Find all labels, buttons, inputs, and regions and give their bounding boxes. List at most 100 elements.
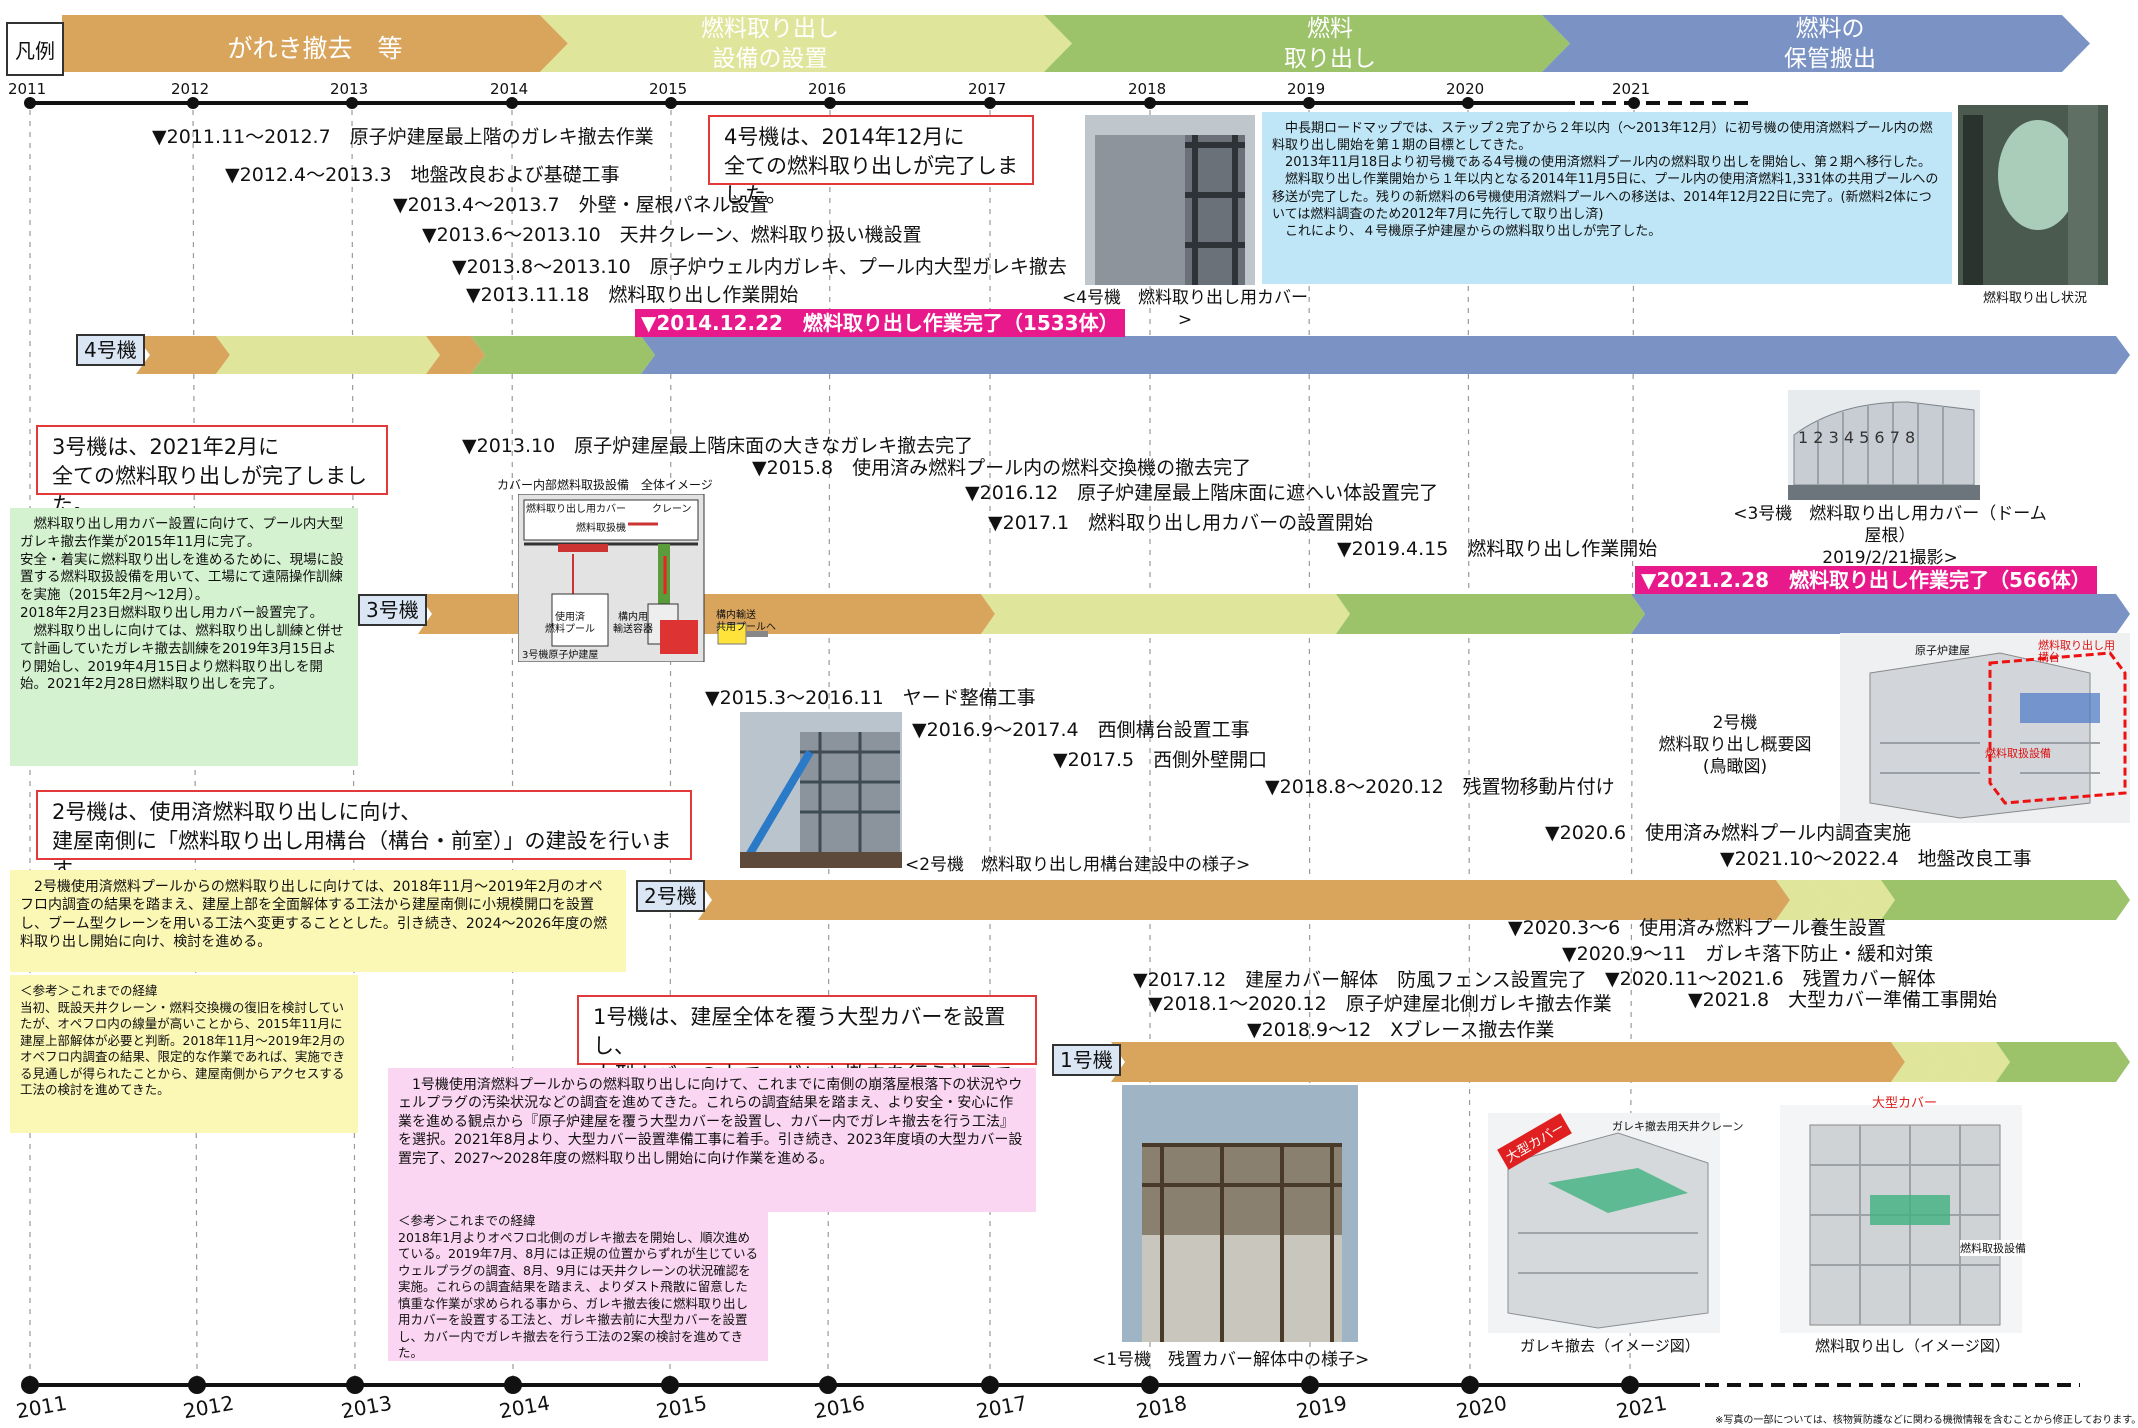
- phase-label-fuel: 燃料 取り出し: [1284, 16, 1376, 72]
- phase-arrow: [1542, 15, 2090, 72]
- unit4-photo2-caption: 燃料取り出し状況: [1982, 291, 2087, 306]
- unit2-birdseye-caption: 2号機 燃料取り出し概要図 (鳥瞰図): [1658, 713, 1812, 778]
- unit2-event-2: ▼2016.9～2017.4 西側構台設置工事: [912, 719, 1250, 741]
- unit2-bar-segment: [1811, 880, 1860, 920]
- unit2-event-6: ▼2021.10～2022.4 地盤改良工事: [1720, 848, 2032, 870]
- unit1-event-6: ▼2021.8 大型カバー準備工事開始: [1688, 989, 1998, 1011]
- unit4-callout: 4号機は、2014年12月に 全ての燃料取り出しが完了しました。: [708, 115, 1034, 207]
- bottom-year-dot: [661, 1376, 679, 1394]
- top-year-label: 2021: [1612, 80, 1651, 98]
- bottom-year-dot: [1621, 1376, 1639, 1394]
- legend-label: 凡例: [6, 22, 64, 76]
- unit4-event-1: ▼2011.11～2012.7 原子炉建屋最上階のガレキ撤去作業: [152, 126, 654, 148]
- phase-label-equipment: 燃料取り出し 設備の設置: [701, 16, 839, 72]
- unit1-callout: 1号機は、建屋全体を覆う大型カバーを設置し、 大型カバーの中で、ガレキ撤去を行う…: [577, 995, 1037, 1116]
- phase-arrow: [540, 15, 1072, 72]
- dome-number: 7: [1889, 428, 1900, 447]
- top-year-label: 2016: [808, 80, 847, 98]
- unit2-birdseye-label-building: 原子炉建屋: [1915, 644, 1970, 657]
- unit4-bar-segment: [641, 336, 2130, 374]
- unit1-img1-caption: ガレキ撤去（イメージ図）: [1520, 1337, 1700, 1355]
- dome-number: 8: [1904, 428, 1916, 447]
- unit-progress-bars: [136, 336, 2130, 1082]
- bottom-year-dot: [504, 1376, 522, 1394]
- unit1-img2-label-equipment: 燃料取扱設備: [1960, 1240, 2026, 1256]
- top-year-dot: [187, 97, 199, 109]
- phase-label-rubble: がれき撤去 等: [227, 34, 403, 63]
- dome-number: 2: [1813, 428, 1824, 447]
- unit1-photo-caption: <1号機 残置カバー解体中の様子>: [1092, 1350, 1370, 1370]
- unit2-event-1: ▼2015.3～2016.11 ヤード整備工事: [705, 687, 1036, 709]
- unit1-bar-segment: [1891, 1042, 1940, 1082]
- top-year-dot: [346, 97, 358, 109]
- unit3-event-3: ▼2016.12 原子炉建屋最上階床面に遮へい体設置完了: [965, 482, 1439, 504]
- unit4-fuel-photo: [1958, 105, 2108, 285]
- top-year-dot: [506, 97, 518, 109]
- top-year-dots: [24, 97, 1640, 109]
- dome-number: 1: [1798, 428, 1809, 447]
- top-year-label: 2017: [968, 80, 1007, 98]
- bottom-year-dot: [981, 1376, 999, 1394]
- top-year-dot: [1628, 97, 1640, 109]
- unit2-birdseye-diagram: [1840, 633, 2130, 823]
- unit1-event-7: ▼2018.9～12 Xブレース撤去作業: [1247, 1019, 1555, 1041]
- dome-number: 6: [1874, 428, 1885, 447]
- top-year-dot: [665, 97, 677, 109]
- dome-number: 4: [1843, 428, 1855, 447]
- unit3-event-2: ▼2015.8 使用済み燃料プール内の燃料交換機の撤去完了: [752, 457, 1252, 479]
- unit4-completion: ▼2014.12.22 燃料取り出し作業完了（1533体）: [635, 309, 1125, 337]
- unit4-event-6: ▼2013.11.18 燃料取り出し作業開始: [466, 284, 799, 306]
- unit3-bar-segment: [1336, 594, 1645, 634]
- top-year-label: 2012: [171, 80, 210, 98]
- bottom-year-dot: [1301, 1376, 1319, 1394]
- unit2-event-4: ▼2018.8～2020.12 残置物移動片付け: [1265, 776, 1615, 798]
- phase-label-storage: 燃料の 保管搬出: [1784, 16, 1876, 72]
- unit2-ref-note: ＜参考＞これまでの経緯 当初、既設天井クレーン・燃料交換機の復旧を検討していたが…: [10, 975, 358, 1133]
- unit1-label: 1号機: [1052, 1044, 1121, 1076]
- top-year-dot: [824, 97, 836, 109]
- unit2-note: 2号機使用済燃料プールからの燃料取り出しに向けては、2018年11月～2019年…: [10, 870, 626, 972]
- unit1-note: 1号機使用済燃料プールからの燃料取り出しに向けて、これまでに南側の崩落屋根落下の…: [388, 1068, 1036, 1212]
- bottom-year-dot: [1141, 1376, 1159, 1394]
- unit4-cover-photo: [1085, 115, 1255, 285]
- unit2-callout: 2号機は、使用済燃料取り出しに向け、 建屋南側に「燃料取り出し用構台（構台・前室…: [36, 790, 692, 882]
- unit4-label: 4号機: [76, 334, 145, 366]
- top-year-label: 2015: [649, 80, 688, 98]
- unit4-event-4: ▼2013.6～2013.10 天井クレーン、燃料取り扱い機設置: [422, 224, 922, 246]
- unit3-diagram-label-crane: クレーン: [652, 504, 692, 515]
- top-year-label: 2013: [330, 80, 369, 98]
- unit4-photo-caption: <4号機 燃料取り出し用カバー>: [1061, 288, 1309, 331]
- top-year-label: 2018: [1128, 80, 1167, 98]
- unit3-bar-segment: [1631, 594, 2130, 634]
- top-year-dot: [1144, 97, 1156, 109]
- year-gridline: [1467, 109, 1471, 1379]
- unit2-label: 2号機: [636, 880, 705, 912]
- bottom-year-dot: [21, 1376, 39, 1394]
- unit1-fuel-image: [1780, 1105, 2022, 1333]
- unit2-birdseye-label-equipment: 燃料取扱設備: [1985, 747, 2051, 760]
- unit1-img2-caption: 燃料取り出し（イメージ図）: [1815, 1337, 2010, 1355]
- unit3-callout: 3号機は、2021年2月に 全ての燃料取り出しが完了しました。: [36, 425, 388, 517]
- phase-arrows: [62, 15, 2090, 72]
- unit3-diagram-title: カバー内部燃料取扱設備 全体イメージ: [497, 478, 713, 492]
- unit3-event-4: ▼2017.1 燃料取り出し用カバーの設置開始: [988, 512, 1374, 534]
- unit3-label: 3号機: [358, 594, 427, 626]
- top-year-dot: [984, 97, 996, 109]
- unit3-diagram-label-pool: 使用済 燃料プール: [545, 612, 595, 635]
- unit1-photo: [1122, 1085, 1358, 1342]
- top-year-label: 2011: [8, 80, 47, 98]
- unit3-event-1: ▼2013.10 原子炉建屋最上階床面の大きなガレキ撤去完了: [462, 435, 974, 457]
- unit2-bar-segment: [1846, 880, 1895, 920]
- unit3-dome-photo: [1788, 390, 1980, 500]
- top-year-dot: [1462, 97, 1474, 109]
- unit3-photo-caption: <3号機 燃料取り出し用カバー（ドーム屋根） 2019/2/21撮影>: [1733, 504, 2047, 569]
- year-gridline: [192, 109, 198, 1379]
- unit2-bar-segment: [698, 880, 1790, 920]
- phase-arrow: [1044, 15, 1570, 72]
- unit3-diagram-label-cover: 燃料取り出し用カバー: [526, 504, 626, 515]
- unit2-photo-caption: <2号機 燃料取り出し用構台建設中の様子>: [905, 855, 1251, 875]
- unit1-event-4: ▼2020.11～2021.6 残置カバー解体: [1605, 968, 1936, 990]
- unit1-event-2: ▼2020.9～11 ガレキ落下防止・緩和対策: [1562, 943, 1934, 965]
- unit1-bar-segment: [1996, 1042, 2130, 1082]
- bottom-year-dots: [21, 1376, 1639, 1394]
